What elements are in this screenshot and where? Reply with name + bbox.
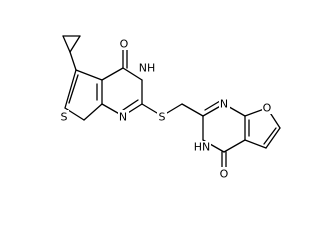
atom-label: O bbox=[263, 102, 272, 115]
atom-nh1: NH bbox=[138, 61, 156, 75]
atom-label: S bbox=[159, 111, 166, 124]
atom-n1: N bbox=[118, 110, 129, 124]
bond bbox=[181, 103, 204, 117]
atom-o-furan: O bbox=[262, 101, 272, 115]
atom-nh2: HN bbox=[193, 141, 211, 154]
atom-label: S bbox=[61, 111, 68, 124]
atom-label: O bbox=[220, 168, 229, 181]
atom-n2: N bbox=[219, 98, 230, 111]
bond bbox=[244, 139, 267, 149]
atom-label: NH bbox=[139, 62, 156, 75]
atom-s-thiophene: S bbox=[59, 110, 69, 124]
bond bbox=[122, 67, 143, 81]
bond bbox=[69, 35, 81, 53]
atom-label: N bbox=[220, 98, 228, 111]
bond bbox=[62, 35, 71, 53]
molecule-structure: O NH S N S N O HN O bbox=[59, 35, 281, 181]
atom-s-linker: S bbox=[157, 110, 167, 124]
bond bbox=[68, 74, 79, 104]
bond bbox=[204, 100, 221, 111]
atom-label: O bbox=[120, 38, 129, 51]
structure-canvas: O NH S N S N O HN O bbox=[59, 35, 281, 181]
bond bbox=[75, 69, 103, 81]
atom-o1: O bbox=[119, 37, 129, 51]
atom-o2: O bbox=[219, 167, 229, 181]
bond bbox=[83, 103, 103, 121]
bond bbox=[223, 139, 246, 153]
bond bbox=[64, 69, 77, 109]
bond bbox=[69, 51, 77, 71]
bond bbox=[101, 67, 124, 81]
atom-label: N bbox=[119, 111, 127, 124]
bond bbox=[265, 127, 281, 149]
bond bbox=[122, 99, 139, 111]
atom-label: HN bbox=[194, 141, 211, 154]
bond bbox=[263, 127, 277, 145]
